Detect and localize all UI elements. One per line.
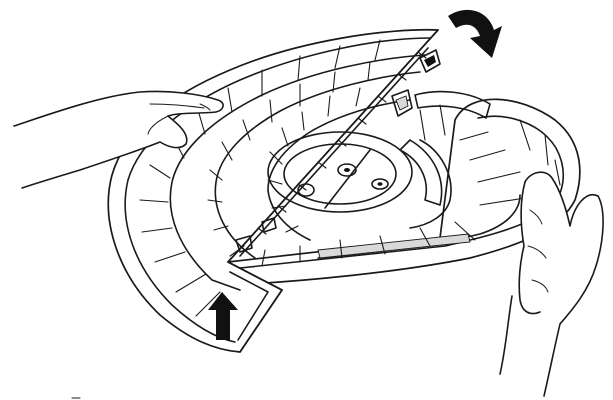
hub-screw-2-head — [377, 182, 383, 186]
latch-tab-middle — [391, 89, 413, 117]
center-hub — [267, 131, 413, 213]
left-half-cut-ticks — [257, 51, 427, 235]
right-half-outline — [227, 98, 581, 286]
base-half-left — [107, 28, 439, 353]
right-half-inner-arc — [409, 139, 452, 229]
hand-right-wrist — [499, 295, 513, 375]
up-arrow-icon — [208, 292, 238, 340]
rotate-arrow-icon — [448, 9, 502, 59]
latch-tabs — [235, 49, 441, 253]
up-arrow-shape — [208, 292, 238, 340]
rotate-arrow-shape — [448, 9, 502, 59]
latch-tab-lower-2 — [261, 217, 277, 233]
right-half-step — [399, 139, 443, 206]
left-half-outer-rim — [124, 37, 431, 343]
right-half-ribs — [261, 104, 561, 267]
latch-tab-lower — [235, 235, 253, 253]
left-half-ring-2 — [214, 71, 421, 259]
right-half-inner-rim — [239, 115, 564, 269]
right-half-slot — [317, 233, 471, 259]
hand-right-creases — [527, 209, 549, 293]
latch-tab-upper — [419, 49, 441, 73]
left-half-lower-plate — [227, 261, 283, 353]
hand-left-arm — [13, 90, 224, 189]
hub-screw-2 — [371, 178, 389, 190]
hub-outer-ring — [267, 131, 413, 213]
hub-screw-1-head — [344, 168, 350, 172]
hub-screw-1 — [337, 163, 357, 177]
left-half-ring-1 — [169, 54, 426, 291]
latch-tab-upper-fill — [424, 55, 436, 67]
hand-left-fingers — [147, 103, 211, 135]
left-half-lower-rim — [229, 271, 269, 341]
base-half-right — [227, 90, 581, 286]
hand-right-palm — [524, 171, 604, 397]
hub-inner-ring — [283, 143, 397, 205]
hub-divider — [324, 149, 371, 209]
hand-right-icon — [499, 171, 604, 397]
right-half-raised-wall — [414, 90, 491, 119]
latch-tab-middle-fill — [395, 95, 409, 111]
hub-boss — [297, 183, 315, 197]
hand-left-icon — [13, 90, 224, 189]
